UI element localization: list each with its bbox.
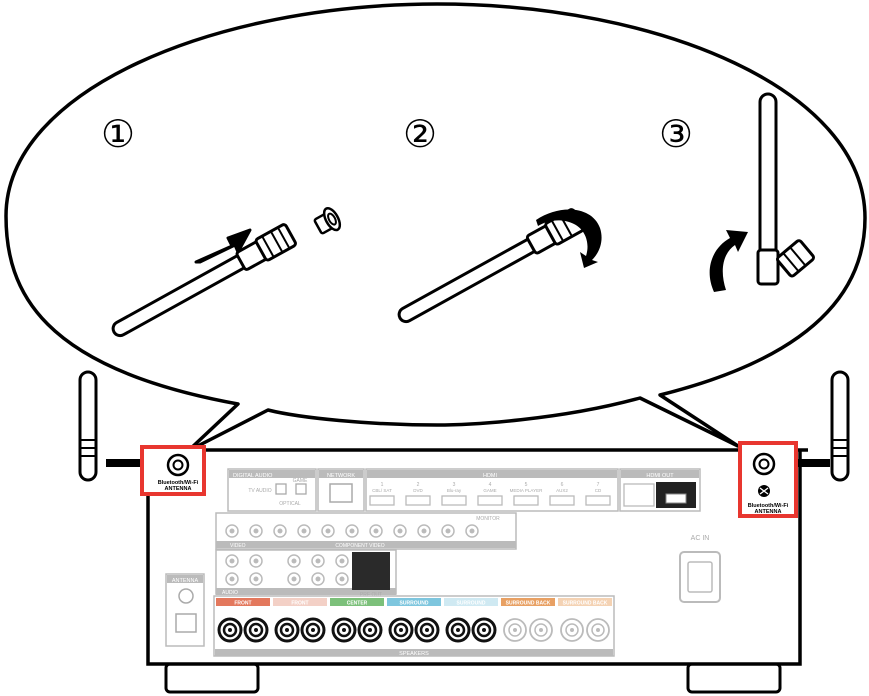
step-1-antenna [111,223,297,338]
game-label: GAME [293,478,308,484]
fold-up-arrow-icon [709,230,748,292]
hdmi-out-label: HDMI OUT [646,473,674,479]
antenna-fm-am-label: ANTENNA [172,578,199,584]
step-1-label: ① [101,112,135,156]
hdmi-input-port [585,495,611,506]
caution-symbol-icon [758,485,770,497]
am-antenna-terminal [175,613,197,633]
step-1-connector [313,206,342,235]
speaker-group-label: SURROUND [400,601,429,607]
monitor-label: MONITOR [476,516,500,522]
receiver-rear-panel: DIGITAL AUDIO TV AUDIO GAME OPTICAL NETW… [140,448,808,694]
fm-antenna-jack [178,588,194,604]
speaker-group-label: SURROUND [457,601,486,607]
left-antenna-port-highlight: Bluetooth/Wi-Fi ANTENNA [140,445,206,496]
speakers-label: SPEAKERS [399,651,429,657]
right-antenna [830,370,850,482]
right-port-label-line1: Bluetooth/Wi-Fi [748,503,789,509]
hdmi-header-label: HDMI [483,473,498,479]
component-video-label: COMPONENT VIDEO [335,543,384,549]
hdmi-input-port [405,495,431,506]
left-port-label-line2: ANTENNA [165,486,192,492]
digital-audio-label: DIGITAL AUDIO [233,473,273,479]
right-antenna-port-highlight: Bluetooth/Wi-Fi ANTENNA [738,441,798,518]
step-3-antenna [756,92,815,286]
speaker-group-label: FRONT [291,601,308,607]
pre-out-block [352,552,390,590]
hdmi-input-port [369,495,395,506]
audio-label: AUDIO [222,590,238,596]
left-antenna [78,370,98,482]
hdmi-input-name: CD [595,488,602,493]
rotate-arrow-icon [536,209,602,268]
speaker-group-label: FRONT [234,601,251,607]
left-port-label-line1: Bluetooth/Wi-Fi [158,480,199,486]
hdmi-input-number: 7 [597,482,600,488]
hdmi-input-name: GAME [483,488,496,493]
speaker-group-label: SURROUND BACK [563,601,608,607]
speaker-group-label: SURROUND BACK [506,601,551,607]
optical-label: OPTICAL [279,501,301,507]
hdmi-input-name: CBL/ SAT [372,488,392,493]
hdmi-input-name: DVD [413,488,423,493]
hdmi-out-port [665,493,687,504]
step-3-label: ③ [659,112,693,156]
video-label: VIDEO [230,543,246,549]
tv-audio-label: TV AUDIO [248,488,271,494]
hdmi-input-port [549,495,575,506]
hdmi-input-number: 5 [525,482,528,488]
network-port [329,483,353,503]
hdmi-input-number: 4 [489,482,492,488]
optical-port-1 [275,483,287,495]
insert-arrow-icon [194,228,252,264]
hdmi-input-number: 1 [381,482,384,488]
optical-port-2 [295,483,307,495]
speaker-group-label: CENTER [347,601,368,607]
hdmi-input-number: 2 [417,482,420,488]
pre-out-label: PRE OUT [360,592,382,598]
hdmi-input-number: 6 [561,482,564,488]
hdmi-input-port [441,495,467,506]
hdmi-input-name: AUX2 [556,488,568,493]
hdmi-input-port [477,495,503,506]
hdmi-input-port [513,495,539,506]
hdmi-input-number: 3 [453,482,456,488]
hdmi-input-name: Blu-ray [447,488,462,493]
right-port-label-line2: ANTENNA [755,509,782,515]
step-2-label: ② [403,112,437,156]
callout-bubble [4,2,867,453]
hdmi-input-name: MEDIA PLAYER [510,488,543,493]
network-label: NETWORK [327,473,355,479]
ac-in-label: AC IN [691,535,710,542]
